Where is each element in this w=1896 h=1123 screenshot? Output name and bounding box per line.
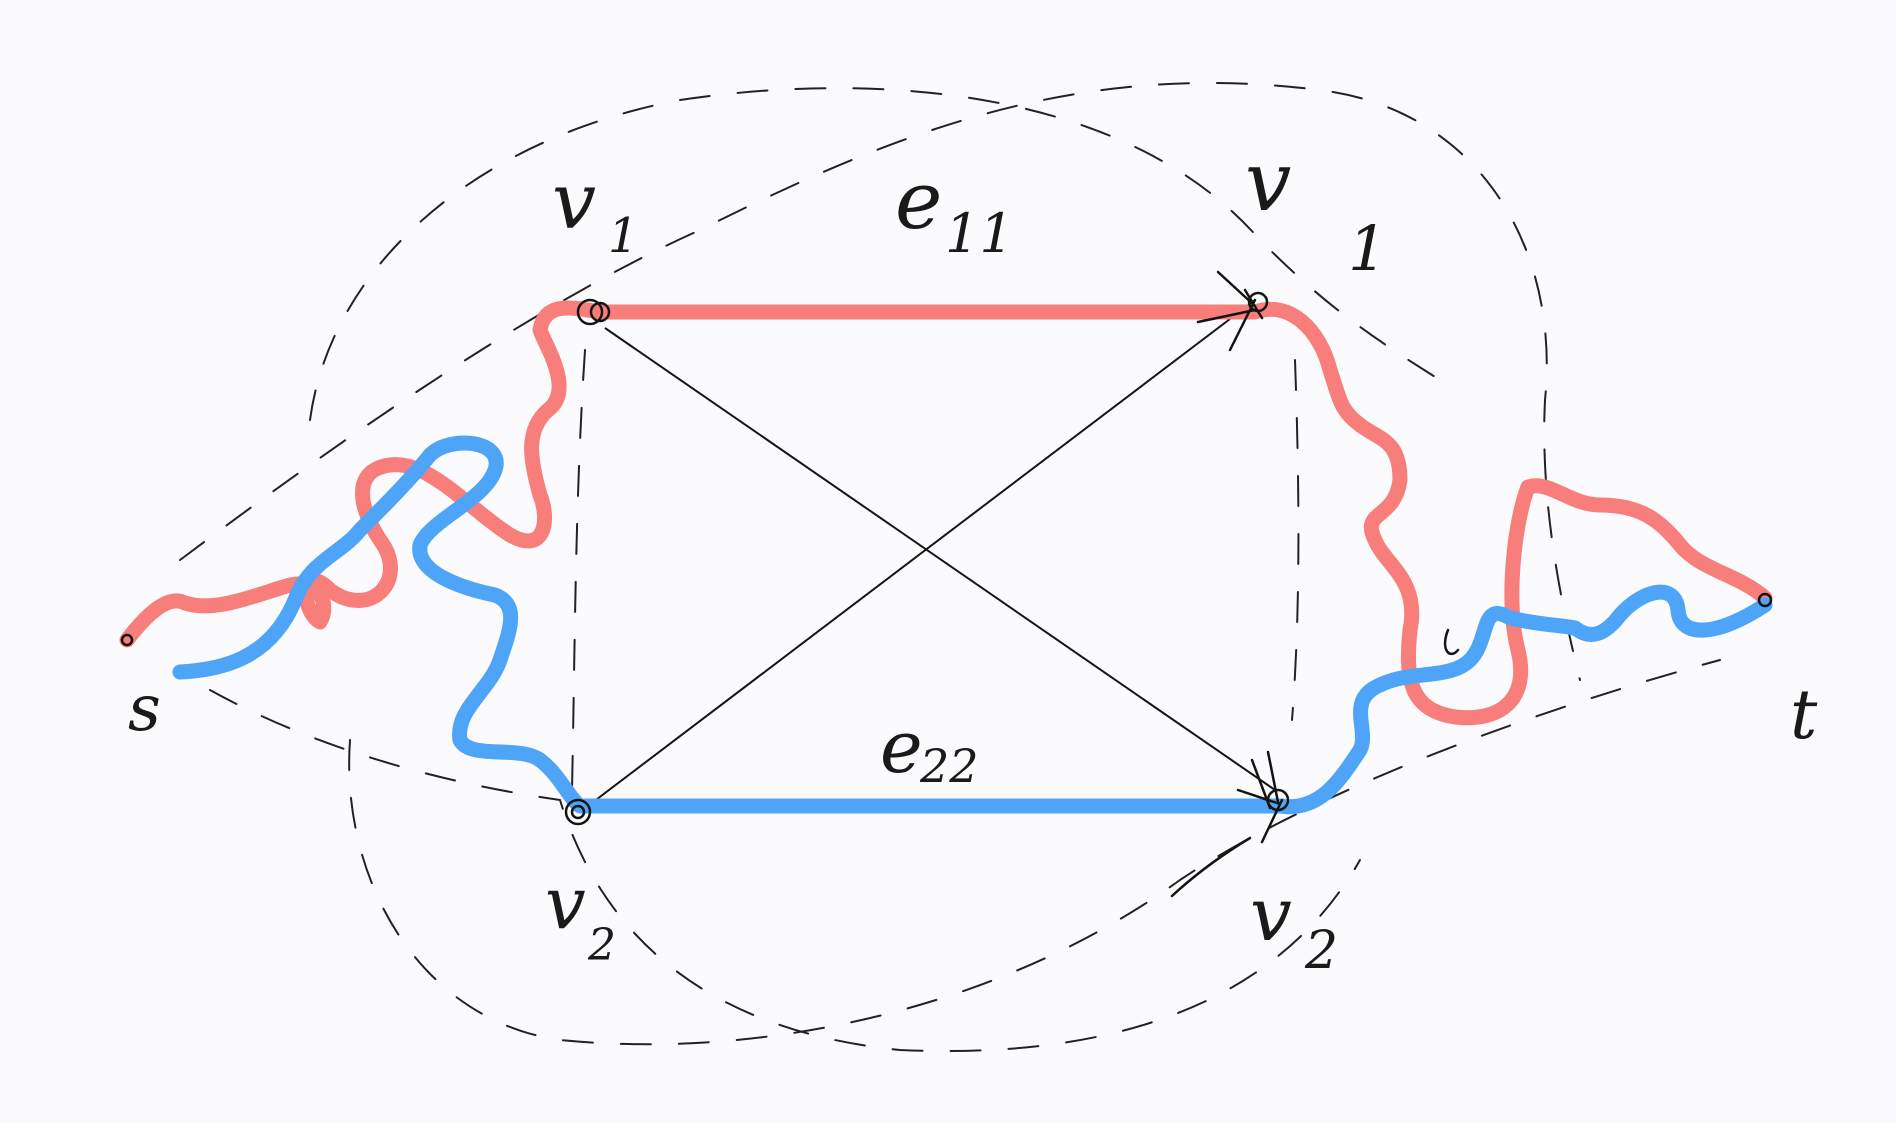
- arrowheads: [1170, 270, 1460, 898]
- cross-edges: [579, 299, 1280, 813]
- label-e22: e: [880, 705, 923, 789]
- arrowhead-v1: [1196, 270, 1264, 352]
- dashed-edge-v1-v2: [1291, 359, 1300, 721]
- red-path: [119, 300, 1773, 726]
- label-v2-sub: 2: [1304, 921, 1338, 981]
- label-u1: v: [552, 157, 596, 247]
- label-u2: v: [545, 861, 586, 945]
- vertex-u1: [576, 298, 604, 326]
- label-v1: v: [1245, 135, 1291, 230]
- edge-u1-v2: [604, 327, 1276, 791]
- dashed-edge-u1-u2: [571, 349, 586, 791]
- scribble-v2-tail: [1170, 836, 1252, 898]
- label-s: s: [128, 672, 161, 746]
- vertex-u2: [564, 798, 592, 826]
- vertex-s: [120, 633, 134, 647]
- label-e22-sub: 22: [919, 739, 979, 793]
- scribble-t-tick: [1443, 628, 1460, 656]
- label-u2-sub: 2: [587, 920, 616, 971]
- label-v1-sub: 1: [1348, 212, 1387, 285]
- vertex-t: [1757, 592, 1773, 608]
- edge-u2-v1: [579, 299, 1256, 813]
- dashed-region-upper-right: [179, 81, 1581, 681]
- blue-path: [172, 435, 1773, 815]
- label-v2: v: [1250, 872, 1292, 958]
- labels: s t v 1 v 1 v 2 v 2 e 11 e 22: [128, 135, 1818, 981]
- arrowhead-v2: [1236, 750, 1284, 844]
- label-e11-sub: 11: [945, 202, 1014, 265]
- dashed-region-lower-right: [348, 659, 1721, 1046]
- label-e11: e: [895, 154, 942, 247]
- vertex-u2-inner: [570, 804, 586, 820]
- dashed-region-lower-left: [209, 689, 1361, 1053]
- dashed-regions: [179, 81, 1721, 1053]
- label-u1-sub: 1: [608, 208, 639, 264]
- vertex-u1-inner: [589, 301, 611, 323]
- label-t: t: [1790, 676, 1818, 755]
